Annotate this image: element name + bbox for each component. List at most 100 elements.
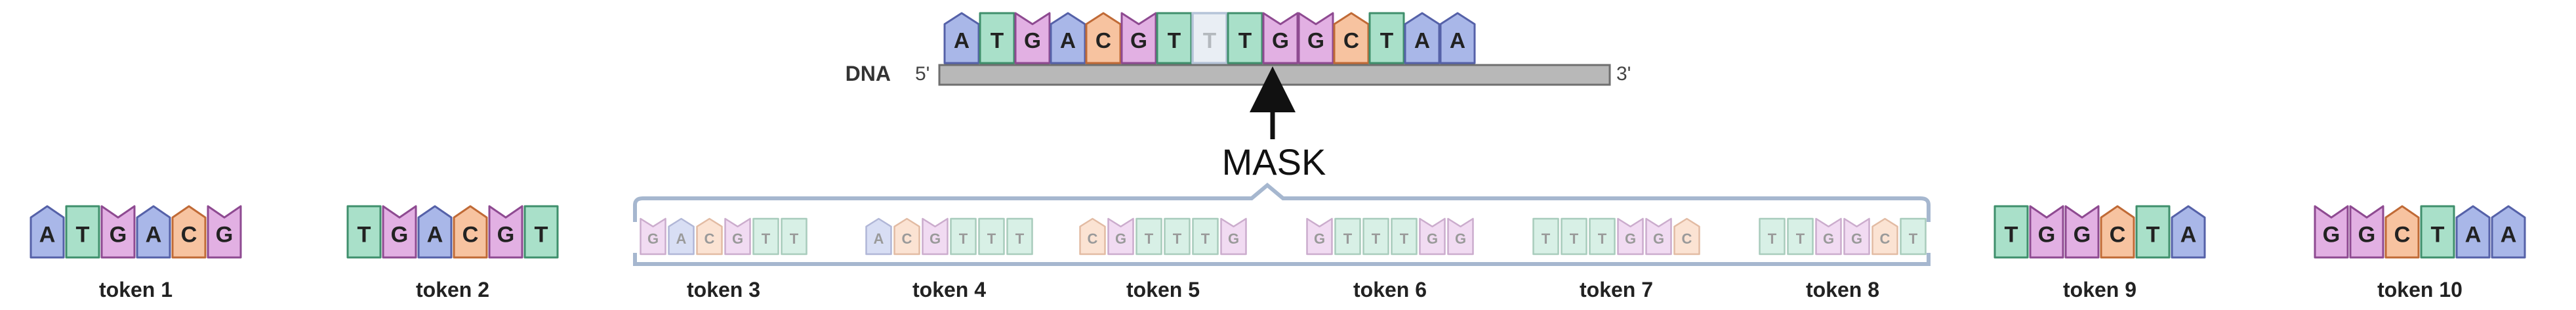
svg-text:G: G	[2074, 223, 2091, 248]
token-base-tile: T	[1759, 217, 1786, 255]
svg-text:G: G	[2358, 223, 2376, 248]
svg-text:T: T	[1372, 231, 1381, 247]
svg-text:T: T	[1343, 231, 1353, 247]
svg-text:C: C	[1682, 231, 1692, 247]
svg-text:G: G	[647, 231, 659, 247]
svg-text:G: G	[391, 223, 409, 248]
svg-text:G: G	[1115, 231, 1126, 247]
token-base-tile: G	[488, 205, 523, 259]
token-base-tile: A	[136, 205, 171, 259]
token-base-tile: A	[2171, 205, 2206, 259]
dna-base-tile: C	[1333, 12, 1370, 64]
token-label: token 4	[912, 278, 986, 301]
token-base-tile: G	[2029, 205, 2064, 259]
svg-text:C: C	[705, 231, 715, 247]
token-base-tile: G	[1107, 217, 1134, 255]
svg-text:T: T	[76, 223, 90, 248]
token-base-tile: T	[752, 217, 779, 255]
masked-base-tile: T	[1191, 12, 1228, 64]
five-prime-label: 5'	[915, 63, 930, 85]
token-label: token 10	[2377, 278, 2463, 301]
svg-text:A: A	[146, 223, 162, 248]
svg-text:G: G	[1228, 231, 1239, 247]
svg-text:T: T	[1238, 29, 1252, 53]
svg-text:G: G	[732, 231, 743, 247]
token-base-tile: G	[207, 205, 242, 259]
token-base-tile: C	[696, 217, 723, 255]
token-base-tile: T	[1362, 217, 1389, 255]
svg-text:T: T	[790, 231, 799, 247]
svg-text:T: T	[1796, 231, 1805, 247]
svg-text:G: G	[1823, 231, 1834, 247]
dna-base-tile: G	[1262, 12, 1299, 64]
token-base-tile: T	[1561, 217, 1587, 255]
dna-base-tile: G	[1298, 12, 1334, 64]
token-base-tile: T	[1532, 217, 1559, 255]
dna-base-tile: A	[943, 12, 980, 64]
token-base-tile: C	[453, 205, 488, 259]
token-base-tile: G	[724, 217, 751, 255]
token-base-tile: A	[30, 205, 65, 259]
svg-text:T: T	[358, 223, 371, 248]
token-base-tile: G	[922, 217, 949, 255]
token-base-tile: G	[1645, 217, 1672, 255]
svg-text:G: G	[1130, 29, 1147, 53]
dna-label: DNA	[846, 62, 891, 85]
svg-text:A: A	[874, 231, 884, 247]
svg-text:C: C	[462, 223, 479, 248]
token-base-tile: C	[2384, 205, 2420, 259]
svg-text:G: G	[1314, 231, 1325, 247]
svg-text:A: A	[1450, 29, 1465, 53]
masked-tokens-bracket	[633, 183, 1931, 222]
svg-text:A: A	[2180, 223, 2197, 248]
token-base-tile: T	[2135, 205, 2171, 259]
token-base-tile: T	[1164, 217, 1191, 255]
token-base-tile: C	[893, 217, 920, 255]
svg-text:A: A	[1414, 29, 1430, 53]
token-base-tile: A	[2491, 205, 2526, 259]
token-base-tile: C	[1673, 217, 1700, 255]
mask-label: MASK	[1222, 141, 1326, 183]
token-base-tile: T	[65, 205, 100, 259]
svg-text:G: G	[2323, 223, 2341, 248]
svg-text:C: C	[181, 223, 197, 248]
dna-base-tile: G	[1014, 12, 1051, 64]
svg-text:C: C	[1088, 231, 1098, 247]
svg-text:A: A	[2501, 223, 2517, 248]
token-base-tile: A	[417, 205, 453, 259]
svg-text:G: G	[1307, 29, 1324, 53]
token-base-tile: C	[171, 205, 207, 259]
token-base-tile: T	[1192, 217, 1219, 255]
svg-text:T: T	[1598, 231, 1607, 247]
svg-text:A: A	[954, 29, 970, 53]
svg-text:C: C	[1095, 29, 1111, 53]
dna-base-tile: A	[1050, 12, 1086, 64]
svg-text:T: T	[1542, 231, 1551, 247]
svg-text:T: T	[1380, 29, 1394, 53]
token-label: token 8	[1806, 278, 1879, 301]
svg-text:A: A	[39, 223, 56, 248]
token-base-tile: G	[382, 205, 417, 259]
token-base-tile: T	[346, 205, 382, 259]
svg-text:C: C	[902, 231, 912, 247]
token-base-tile: G	[1447, 217, 1474, 255]
token-base-tile: T	[1006, 217, 1033, 255]
svg-text:T: T	[1400, 231, 1409, 247]
token-base-tile: G	[2349, 205, 2384, 259]
svg-text:G: G	[497, 223, 515, 248]
svg-text:G: G	[2038, 223, 2056, 248]
dna-base-tile: C	[1085, 12, 1122, 64]
token-base-tile: A	[2455, 205, 2491, 259]
token-base-tile: G	[1306, 217, 1333, 255]
svg-text:T: T	[535, 223, 548, 248]
svg-text:A: A	[676, 231, 687, 247]
token-base-tile: G	[1419, 217, 1446, 255]
dna-base-tile: T	[979, 12, 1015, 64]
